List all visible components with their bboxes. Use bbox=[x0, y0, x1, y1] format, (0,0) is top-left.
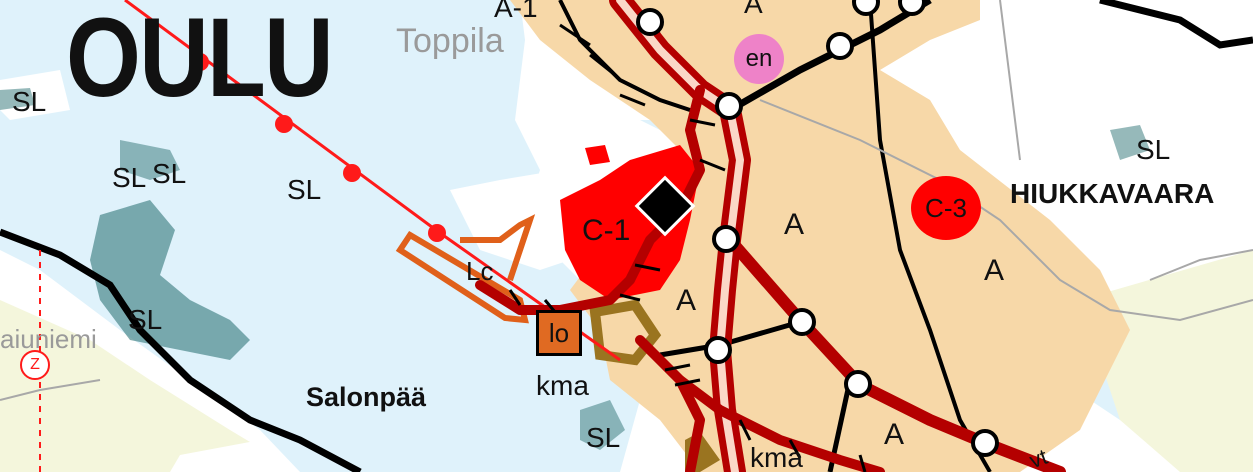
power-line-mast bbox=[275, 115, 293, 133]
railway-nw bbox=[558, 0, 691, 112]
lo-symbol: lo bbox=[536, 310, 582, 356]
power-line-mast bbox=[343, 164, 361, 182]
land-sl-5 bbox=[1110, 125, 1150, 160]
municipal-boundary bbox=[0, 228, 362, 472]
land-sl-4 bbox=[580, 400, 625, 450]
zone-sl: SL bbox=[287, 174, 322, 205]
zone-sl: SL bbox=[152, 158, 187, 189]
power-line-mast bbox=[428, 224, 446, 242]
place-salonpaa: Salonpää bbox=[306, 382, 427, 412]
place-hiukkavaara: HIUKKAVAARA bbox=[1010, 178, 1215, 209]
lo-symbol-label: lo bbox=[548, 317, 570, 348]
zone-sl: SL bbox=[112, 162, 147, 193]
island-2 bbox=[170, 440, 300, 472]
orange-zone bbox=[395, 230, 529, 324]
zone-kma: kma bbox=[750, 442, 803, 472]
minor-roads bbox=[0, 0, 1253, 401]
land-sl-2 bbox=[120, 140, 180, 180]
zone-sl: SL bbox=[128, 304, 163, 335]
main-roads bbox=[475, 0, 1066, 472]
orange-arc bbox=[460, 214, 536, 281]
city-label: OULU bbox=[66, 0, 334, 120]
z-symbol-label: Z bbox=[30, 356, 40, 373]
zone-lc: Lc bbox=[466, 256, 494, 286]
centre-symbol-label: C-3 bbox=[925, 192, 967, 223]
zone-a: A bbox=[676, 284, 697, 317]
junctions bbox=[636, 0, 999, 457]
zone-a: A bbox=[784, 208, 805, 241]
zone-a: A bbox=[884, 418, 905, 451]
energy-symbol: en bbox=[734, 34, 784, 84]
zone-a: A bbox=[744, 0, 763, 19]
zone-sl: SL bbox=[12, 86, 47, 117]
zone-a-1: A-1 bbox=[494, 0, 538, 23]
zone-c-1: C-1 bbox=[582, 214, 631, 247]
zone-sl: SL bbox=[586, 422, 621, 453]
agriculture-area-east bbox=[1080, 250, 1253, 472]
agriculture-area-west bbox=[0, 300, 300, 472]
place-toppila: Toppila bbox=[396, 22, 504, 60]
place-haukiniemi: aiuniemi bbox=[0, 324, 97, 354]
energy-symbol-label: en bbox=[745, 45, 773, 72]
zone-a: A bbox=[984, 254, 1005, 287]
zone-kma: kma bbox=[536, 370, 589, 401]
station-symbol bbox=[634, 175, 696, 237]
z-symbol: Z bbox=[20, 350, 50, 380]
centre-symbol-c3: C-3 bbox=[911, 176, 981, 240]
power-line-mast bbox=[191, 53, 209, 71]
municipal-boundary-ne bbox=[1099, 0, 1253, 49]
zone-sl: SL bbox=[1136, 134, 1171, 165]
land-sl-3 bbox=[0, 88, 35, 110]
centre-area-small bbox=[585, 145, 610, 165]
